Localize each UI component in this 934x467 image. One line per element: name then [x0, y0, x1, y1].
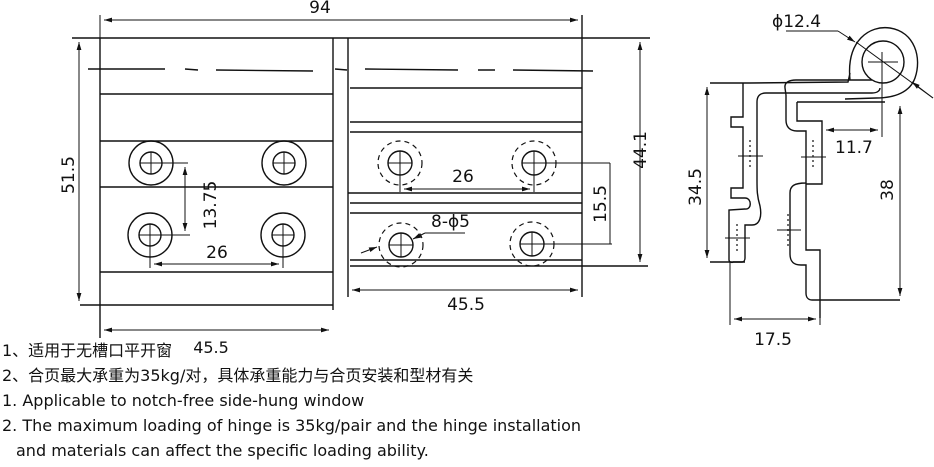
dim-label: ϕ12.4 [772, 12, 821, 32]
dim-label: 26 [206, 243, 228, 263]
dim-label: 13.75 [201, 181, 221, 230]
note-en-2: 2. The maximum loading of hinge is 35kg/… [2, 416, 582, 435]
dimension-right-width: 45.5 [352, 287, 578, 315]
side-profile: ϕ12.4 [710, 12, 934, 325]
note-zh-2: 2、合页最大承重为35kg/对，具体承重能力与合页安装和型材有关 [2, 366, 474, 385]
dim-label: 17.5 [754, 330, 792, 350]
dim-label: 45.5 [193, 338, 229, 357]
dim-label: 45.5 [447, 295, 485, 315]
dimension-overall-width: 94 [99, 0, 578, 38]
dimension-left-profile-height: 34.5 [686, 87, 710, 258]
dimension-pin-offset: 11.7 [826, 127, 878, 158]
hole [128, 140, 188, 186]
hole [261, 140, 307, 186]
dim-label: 94 [309, 0, 331, 18]
dim-label: 38 [878, 179, 898, 201]
dim-label: 51.5 [59, 156, 79, 194]
dimension-left-hole-hspacing: 26 [154, 243, 279, 267]
dimension-left-hole-vspacing: 13.75 [182, 167, 221, 231]
dimension-right-hole-hspacing: 26 [404, 167, 530, 192]
dimension-right-hole-vspacing: 15.5 [591, 163, 611, 244]
hole [127, 212, 190, 268]
dimension-profile-depth: 17.5 [734, 316, 816, 350]
dim-label: 15.5 [591, 185, 611, 223]
dim-label: 26 [452, 167, 474, 187]
hole [377, 140, 423, 192]
dimension-left-width: 45.5 [104, 327, 329, 357]
dim-label: 34.5 [686, 168, 706, 206]
dimension-right-profile-height: 38 [878, 106, 903, 296]
dimension-right-height: 44.1 [631, 42, 651, 262]
right-leaf [333, 15, 650, 297]
hole [260, 212, 306, 268]
hole [511, 140, 610, 192]
dim-label: 8-ϕ5 [431, 212, 470, 232]
note-zh-1: 1、适用于无槽口平开窗 [2, 341, 173, 360]
hole [378, 222, 424, 268]
notes: 1、适用于无槽口平开窗 2、合页最大承重为35kg/对，具体承重能力与合页安装和… [2, 338, 581, 463]
dim-label: 44.1 [631, 131, 651, 169]
hole [509, 221, 612, 267]
note-en-1: 1. Applicable to notch-free side-hung wi… [2, 391, 365, 410]
note-en-2-cont: and materials can affect the specific lo… [16, 441, 429, 460]
left-leaf [72, 37, 334, 338]
dim-label: 11.7 [835, 138, 873, 158]
dimension-left-height: 51.5 [59, 42, 82, 301]
hole-spec-callout: 8-ϕ5 [360, 212, 470, 254]
